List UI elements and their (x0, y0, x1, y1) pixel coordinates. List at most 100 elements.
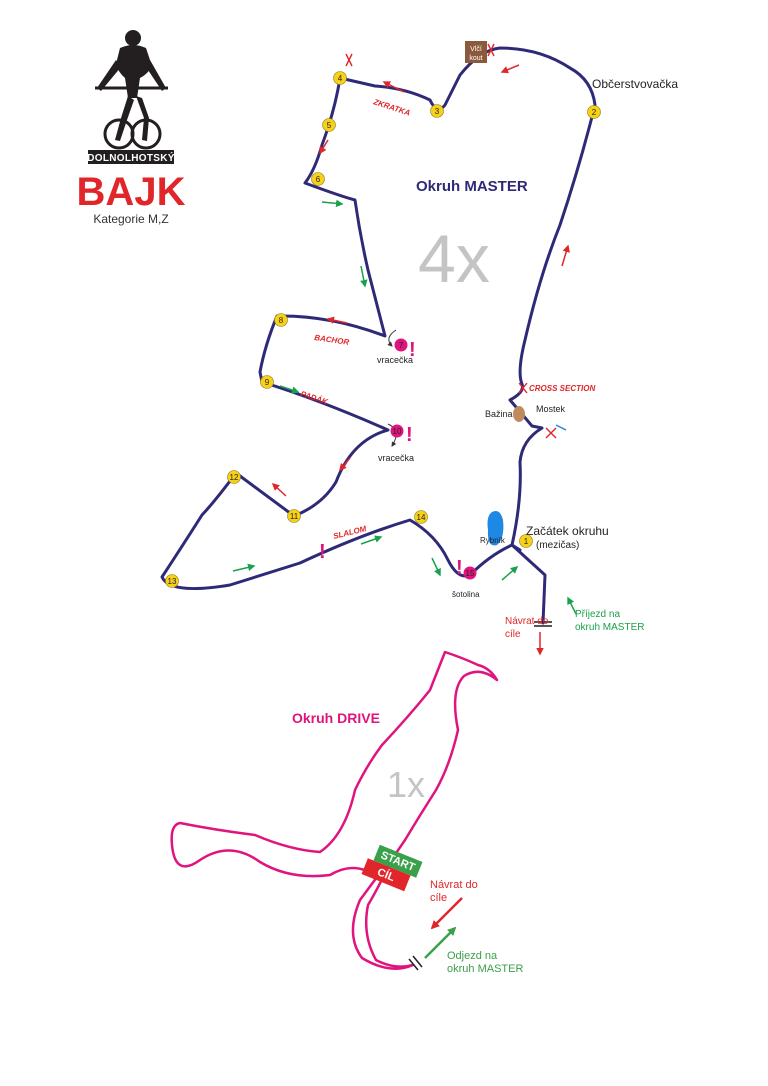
direction-arrow-green (360, 265, 368, 288)
return-to-finish-label: Návrat do (505, 616, 549, 627)
svg-text:6: 6 (316, 175, 321, 184)
crossing-mark-icon (345, 43, 557, 439)
direction-arrow-green (321, 199, 344, 208)
finish-label: CÍL (375, 865, 397, 884)
drop-label: PADÁK (299, 389, 329, 407)
logo-line-2: BAJK (77, 170, 186, 214)
master-lap-count: 4x (418, 221, 490, 297)
event-logo: DOLNOLHOTSKÝ BAJK Kategorie M,Z (77, 30, 186, 226)
cyclist-silhouette-icon (95, 30, 168, 150)
svg-text:14: 14 (417, 513, 426, 522)
refreshment-label: Občerstvovačka (592, 77, 678, 91)
drive-title: Okruh DRIVE (292, 710, 380, 726)
logo-banner (88, 150, 174, 164)
logo-line-1: DOLNOLHOTSKÝ (87, 151, 175, 164)
hairpin-label: vracečka (378, 453, 414, 463)
svg-text:12: 12 (230, 473, 239, 482)
gravel-label: šotolina (452, 590, 480, 599)
cross-section-label: CROSS SECTION (529, 384, 595, 393)
drive-return-label: cíle (430, 892, 447, 904)
wolf-corner-label: Vlčí (470, 46, 482, 53)
direction-arrow-red (382, 81, 405, 93)
checkpoint-7: 7 (394, 338, 408, 352)
direction-arrow-green (360, 535, 383, 545)
drive-depart-label: okruh MASTER (447, 963, 523, 975)
svg-text:7: 7 (399, 341, 404, 350)
checkpoint-15: 15 (463, 566, 477, 580)
checkpoint-6: 6 (311, 172, 325, 186)
checkpoint-markers: 1 2 3 4 5 6 8 9 11 12 13 14 7 10 15 (165, 71, 601, 588)
master-loop: 4x Okruh MASTER (160, 41, 678, 656)
drive-lap-count: 1x (387, 764, 425, 805)
direction-arrow-red (561, 244, 570, 267)
bridge-icon (513, 406, 525, 422)
category-label: Kategorie M,Z (93, 212, 168, 226)
split-time-label: (mezičas) (536, 540, 579, 551)
warning-icon: ! (456, 557, 463, 579)
barrier-icon (408, 955, 423, 971)
svg-text:11: 11 (290, 512, 299, 521)
return-to-finish-label: cíle (505, 629, 521, 640)
wolf-corner-sign (465, 41, 487, 63)
checkpoint-1: 1 (519, 534, 533, 548)
svg-text:1: 1 (524, 537, 529, 546)
svg-text:3: 3 (435, 107, 440, 116)
drive-loop: 1x Okruh DRIVE START CÍL Návrat do cíle … (170, 650, 523, 975)
direction-arrow-green (232, 563, 256, 572)
direction-arrow-red (326, 316, 348, 324)
hairpin-arrow-icon (387, 329, 397, 347)
master-route-line (160, 46, 597, 625)
pond-label: Rybník (480, 536, 506, 545)
checkpoint-2: 2 (587, 105, 601, 119)
master-title: Okruh MASTER (416, 178, 528, 195)
bridge-label: Mostek (536, 404, 566, 414)
loop-start-label: Začátek okruhu (526, 524, 609, 538)
drive-return-label: Návrat do (430, 879, 478, 891)
svg-text:10: 10 (393, 427, 402, 436)
checkpoint-11: 11 (287, 509, 301, 523)
checkpoint-14: 14 (414, 510, 428, 524)
arrival-label: Příjezd na (575, 609, 620, 620)
hairpin-label: vracečka (377, 355, 413, 365)
pond-icon (487, 511, 504, 546)
wolf-corner-label: kout (469, 55, 482, 62)
checkpoint-9: 9 (260, 375, 274, 389)
barrier-icon (534, 621, 552, 627)
bachor-label: BACHOR (314, 333, 350, 347)
checkpoint-8: 8 (274, 313, 288, 327)
svg-text:2: 2 (592, 108, 597, 117)
warning-icon: ! (406, 424, 413, 446)
shortcut-label: ZKRATKA (371, 97, 411, 118)
direction-arrow-green (431, 557, 441, 577)
slalom-label: SLALOM (332, 524, 367, 541)
direction-arrow-green (279, 385, 300, 394)
svg-text:9: 9 (265, 378, 270, 387)
start-banner (373, 844, 423, 878)
direction-arrow-red (339, 457, 351, 472)
direction-arrow-red (271, 482, 287, 497)
checkpoint-12: 12 (227, 470, 241, 484)
drive-route-line (170, 650, 499, 970)
arrival-label: okruh MASTER (575, 622, 644, 633)
direction-arrow-red (319, 139, 329, 155)
depart-arrow (424, 926, 457, 959)
return-arrow (430, 897, 463, 930)
warning-icon: ! (409, 339, 416, 361)
svg-text:4: 4 (338, 74, 343, 83)
svg-text:5: 5 (327, 121, 332, 130)
drive-depart-label: Odjezd na (447, 950, 498, 962)
checkpoint-10: 10 (390, 424, 404, 438)
checkpoint-13: 13 (165, 574, 179, 588)
finish-banner (361, 858, 411, 892)
checkpoint-3: 3 (430, 104, 444, 118)
direction-arrow-green (501, 566, 519, 581)
svg-text:13: 13 (168, 577, 177, 586)
svg-text:15: 15 (466, 569, 475, 578)
checkpoint-4: 4 (333, 71, 347, 85)
warning-icon: ! (319, 541, 326, 563)
direction-arrow-red (500, 64, 520, 74)
swamp-label: Bažina (485, 409, 513, 419)
direction-arrow-green (567, 596, 577, 615)
checkpoint-5: 5 (322, 118, 336, 132)
